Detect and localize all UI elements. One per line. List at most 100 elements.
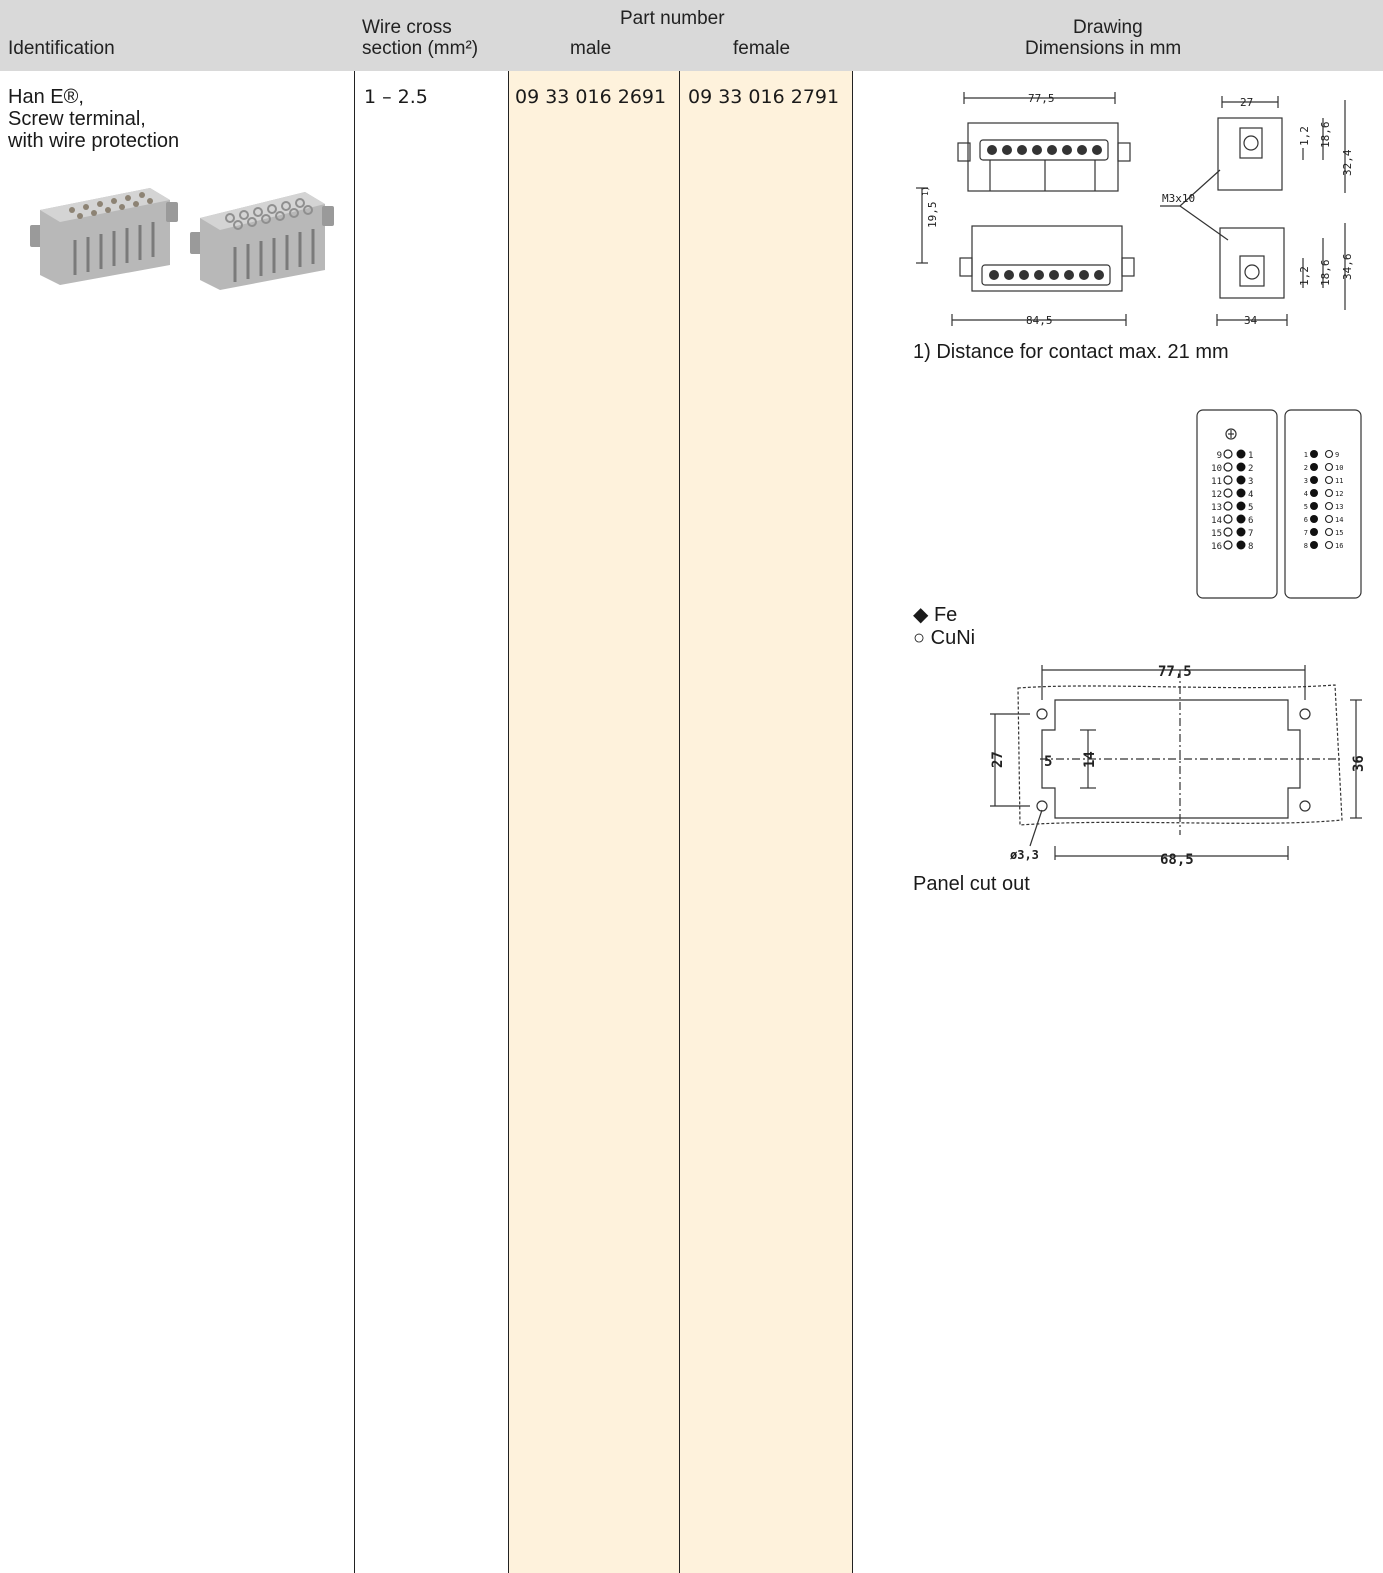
pin-number: 6 <box>1304 516 1308 524</box>
dim-77-5: 77,5 <box>1028 92 1055 105</box>
pin-open <box>1324 527 1334 537</box>
pin-number: 4 <box>1248 490 1253 500</box>
dim-1-2-bottom: 1,2 <box>1298 266 1311 286</box>
pin-number: 1 <box>1304 451 1308 459</box>
male-insert-image <box>30 188 178 285</box>
header-male: male <box>570 38 612 59</box>
column-divider <box>852 71 853 1573</box>
pin-number: 11 <box>1335 477 1343 485</box>
pin-filled <box>1236 540 1246 550</box>
row-male-part-number: 09 33 016 2691 <box>515 86 667 108</box>
pin-number: 3 <box>1304 477 1308 485</box>
dim-32-4: 32,4 <box>1341 149 1354 176</box>
pin-filled <box>1236 501 1246 511</box>
pin-open <box>1324 475 1334 485</box>
pin-number: 10 <box>1335 464 1343 472</box>
pin-number: 4 <box>1304 490 1308 498</box>
dim-27: 27 <box>1240 96 1253 109</box>
pin-open <box>1223 527 1233 537</box>
distance-footnote: 1) Distance for contact max. 21 mm <box>913 341 1229 363</box>
pin-filled <box>1310 515 1318 523</box>
pin-open <box>1223 449 1233 459</box>
part-number-band <box>508 71 852 1573</box>
pin-filled <box>1236 475 1246 485</box>
pin-number: 3 <box>1248 477 1253 487</box>
pin-number: 12 <box>1211 490 1222 500</box>
pin-filled <box>1236 462 1246 472</box>
pin-open <box>1324 449 1334 459</box>
cut-dim-36: 36 <box>1351 755 1367 772</box>
legend-cuni: ○ CuNi <box>913 627 976 649</box>
dim-34-6: 34,6 <box>1341 254 1354 281</box>
pin-number: 9 <box>1217 451 1222 461</box>
pin-number: 7 <box>1304 529 1308 537</box>
pin-open <box>1324 514 1334 524</box>
column-divider <box>354 71 355 1573</box>
dim-1-2-top: 1,2 <box>1298 126 1311 146</box>
header-dimensions: Dimensions in mm <box>1025 38 1182 59</box>
pin-number: 16 <box>1335 542 1343 550</box>
pin-filled <box>1310 489 1318 497</box>
pin-number: 9 <box>1335 451 1339 459</box>
panel-cut-out-label: Panel cut out <box>913 873 1030 895</box>
pin-number: 15 <box>1211 529 1222 539</box>
cut-dim-68-5: 68,5 <box>1160 852 1194 868</box>
pin-filled <box>1236 527 1246 537</box>
pin-number: 15 <box>1335 529 1343 537</box>
pin-filled <box>1310 502 1318 510</box>
pin-number: 5 <box>1304 503 1308 511</box>
dim-18-6-top: 18,6 <box>1319 122 1332 149</box>
row-identification-line1: Han E®, <box>8 86 84 108</box>
pin-open <box>1223 540 1233 550</box>
column-divider <box>508 71 509 1573</box>
cut-dim-diameter: ø3,3 <box>1010 848 1039 862</box>
header-part-number: Part number <box>620 8 725 29</box>
row-identification-line2: Screw terminal, <box>8 108 146 130</box>
pin-number: 12 <box>1335 490 1343 498</box>
header-identification: Identification <box>8 38 115 59</box>
pin-filled <box>1310 541 1318 549</box>
pin-number: 2 <box>1304 464 1308 472</box>
panel-cutout-drawing: 77,5 27 5 14 36 ø3,3 68,5 <box>990 664 1367 868</box>
pin-filled <box>1236 488 1246 498</box>
pin-open <box>1223 475 1233 485</box>
pin-number: 7 <box>1248 529 1253 539</box>
pin-open <box>1223 514 1233 524</box>
pin-number: 8 <box>1248 542 1253 552</box>
pin-number: 16 <box>1211 542 1222 552</box>
dim-18-6-bottom: 18,6 <box>1319 260 1332 287</box>
pin-number: 11 <box>1211 477 1222 487</box>
cut-dim-14: 14 <box>1082 751 1098 768</box>
cut-dim-5: 5 <box>1044 754 1052 770</box>
pin-number: 2 <box>1248 464 1253 474</box>
pin-filled <box>1310 528 1318 536</box>
connector-photos <box>30 188 334 290</box>
dim-19-5: 19,5 <box>926 202 939 229</box>
dimension-drawing: 77,5 27 1,2 18,6 32,4 19,5 1) M3x10 1,2 … <box>916 92 1354 327</box>
pin-open <box>1324 540 1334 550</box>
row-identification-line3: with wire protection <box>8 130 180 152</box>
legend-fe: ◆ Fe <box>913 604 958 626</box>
header-female: female <box>733 38 791 59</box>
pin-number: 6 <box>1248 516 1253 526</box>
pin-filled <box>1310 476 1318 484</box>
column-divider <box>679 71 680 1573</box>
pin-filled <box>1310 463 1318 471</box>
pin-number: 8 <box>1304 542 1308 550</box>
dim-84-5: 84,5 <box>1026 314 1053 327</box>
female-insert-image <box>190 192 334 290</box>
pin-number: 13 <box>1211 503 1222 513</box>
pin-number: 10 <box>1211 464 1222 474</box>
pin-open <box>1324 462 1334 472</box>
pin-number: 1 <box>1248 451 1253 461</box>
dim-34: 34 <box>1244 314 1258 327</box>
pin-open <box>1223 501 1233 511</box>
pin-filled <box>1236 449 1246 459</box>
pin-open <box>1324 501 1334 511</box>
pin-open <box>1223 488 1233 498</box>
cut-dim-77-5: 77,5 <box>1158 664 1192 680</box>
pin-filled <box>1236 514 1246 524</box>
dim-19-5-footnote: 1) <box>921 186 930 196</box>
